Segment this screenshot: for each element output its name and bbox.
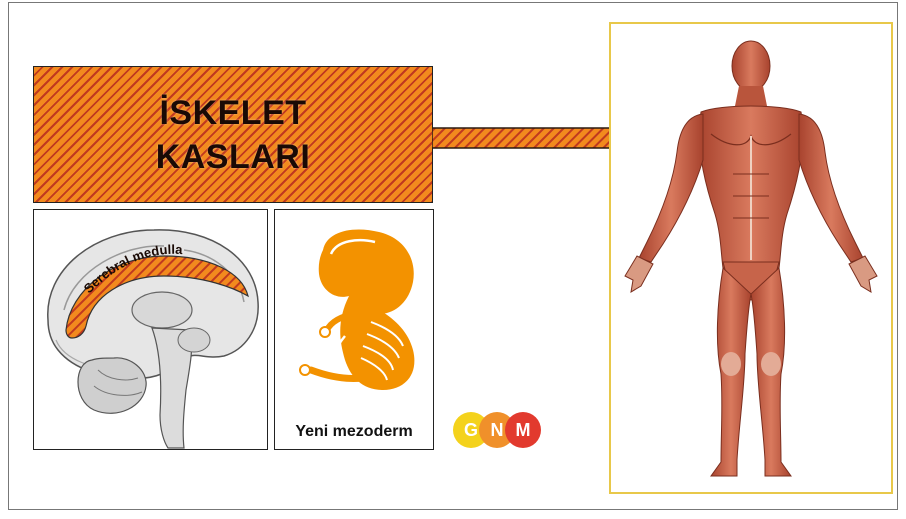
title-line-2: KASLARI bbox=[156, 135, 311, 179]
gnm-logo: G N M bbox=[453, 412, 563, 448]
title-line-1: İSKELET bbox=[159, 91, 306, 135]
brain-illustration: Serebral medulla bbox=[34, 210, 268, 450]
muscle-figure-panel bbox=[609, 22, 893, 494]
brain-panel: Serebral medulla bbox=[33, 209, 268, 450]
title-box: İSKELET KASLARI bbox=[33, 66, 433, 203]
embryo-panel: Yeni mezoderm bbox=[274, 209, 434, 450]
embryo-illustration bbox=[275, 210, 434, 410]
muscular-body-illustration bbox=[611, 24, 891, 492]
logo-letter-m: M bbox=[505, 412, 541, 448]
title-text: İSKELET KASLARI bbox=[34, 67, 432, 202]
embryo-caption: Yeni mezoderm bbox=[275, 423, 433, 441]
